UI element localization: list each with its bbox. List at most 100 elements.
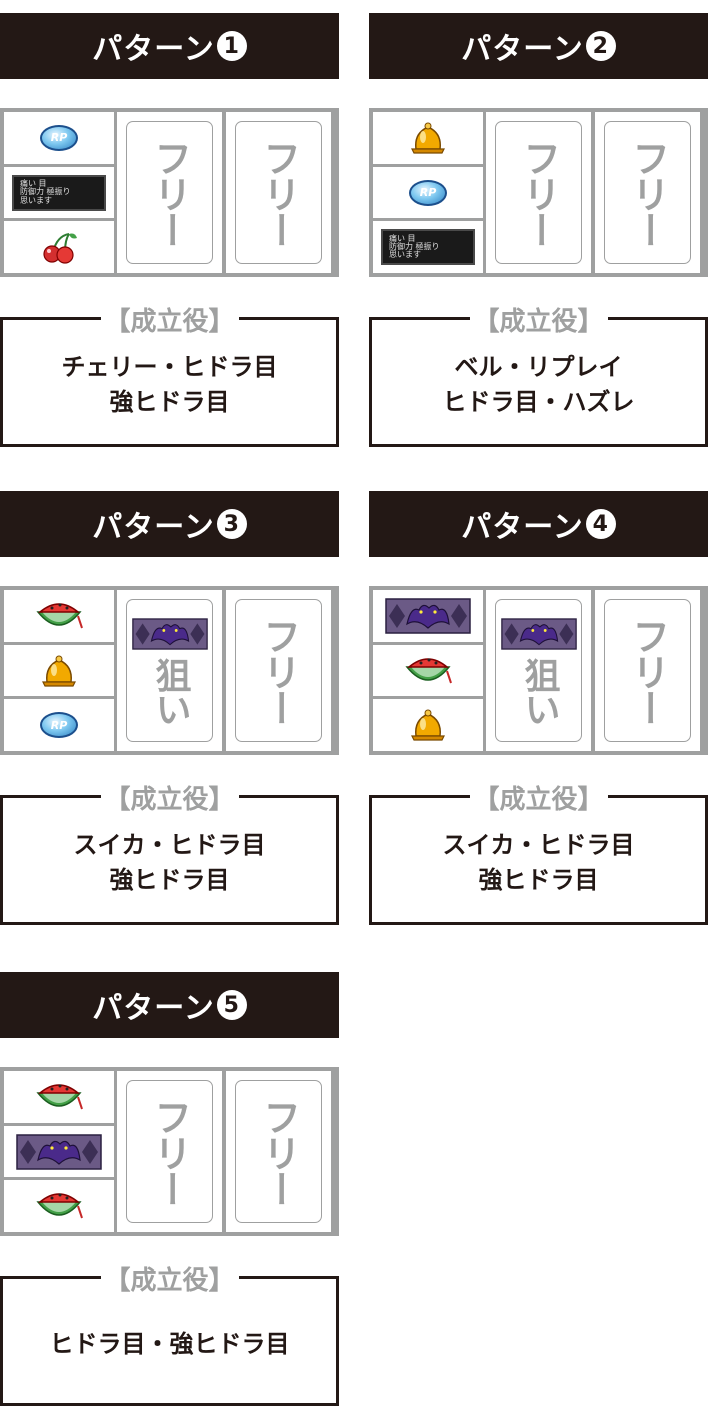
left-reel: RP [4,590,114,752]
left-reel: RP 痛い 目防御力 極振り思います [4,112,114,274]
reel-instruction-text: フリー [516,138,561,247]
reel-cell: RP [373,166,483,219]
pattern-title: パターン [92,510,215,545]
watermelon-icon [36,1084,83,1110]
result-title: 【成立役】 [469,301,608,338]
reel-instruction-panel: 狙い [495,599,582,742]
reel-cell [4,1125,114,1178]
reel-instruction-text: フリー [625,616,670,725]
reel-cell [4,590,114,642]
hydra-icon [385,598,471,634]
signboard-text: 防御力 極振り [20,187,71,197]
pattern-number-badge: 4 [585,509,616,539]
result-box: 【成立役】ヒドラ目・強ヒドラ目 [0,1260,339,1406]
result-box: 【成立役】ベル・リプレイヒドラ目・ハズレ [369,301,708,447]
reel-instruction-panel: フリー [126,121,213,264]
bell-icon [411,122,445,154]
left-reel [4,1071,114,1233]
pattern-title: パターン [92,32,215,67]
reel-instruction-text: 狙い [149,656,191,725]
reel-instruction-panel: フリー [126,1080,213,1223]
reel-instruction-text: フリー [256,1097,301,1206]
result-body: ヒドラ目・強ヒドラ目 [3,1279,336,1403]
reel-cell [373,699,483,752]
result-line: 強ヒドラ目 [109,388,230,416]
reel-instruction-panel: フリー [235,599,322,742]
bell-icon [411,709,445,741]
result-body: ベル・リプレイヒドラ目・ハズレ [372,320,705,444]
signboard-icon: 痛い 目防御力 極振り思います [12,174,106,211]
result-body: スイカ・ヒドラ目強ヒドラ目 [3,798,336,922]
pattern-number-badge: 5 [216,990,247,1020]
reel-cell: 痛い 目防御力 極振り思います [4,166,114,219]
pattern-number-badge: 3 [216,509,247,539]
result-body: チェリー・ヒドラ目強ヒドラ目 [3,320,336,444]
reel-instruction-text: フリー [625,138,670,247]
watermelon-icon [36,1193,83,1219]
reel-instruction-panel: フリー [495,121,582,264]
right-reel: フリー [226,112,331,273]
reel-instruction-panel: フリー [604,599,691,742]
reel-window: 狙い フリー [369,586,708,755]
result-line: 強ヒドラ目 [478,866,599,894]
center-reel: 狙い [117,590,222,751]
signboard-text: 痛い 目 [20,178,47,188]
pattern-title: パターン [92,991,215,1026]
left-reel: RP 痛い 目防御力 極振り思います [373,112,483,274]
reel-cell [4,1180,114,1233]
left-reel [373,590,483,752]
reel-cell [4,1071,114,1123]
reel-instruction-panel: フリー [235,121,322,264]
result-title: 【成立役】 [469,779,608,816]
result-box: 【成立役】スイカ・ヒドラ目強ヒドラ目 [369,779,708,925]
cherry-icon [43,233,77,264]
center-reel: フリー [486,112,591,273]
center-reel: フリー [117,112,222,273]
bell-icon [42,655,76,687]
reel-window: フリー フリー [0,1067,339,1236]
reel-window: RP 狙いフリー [0,586,339,755]
hydra-icon [131,617,208,650]
reel-cell: RP [4,112,114,164]
pattern-number-badge: 1 [216,31,247,61]
result-body: スイカ・ヒドラ目強ヒドラ目 [372,798,705,922]
reel-cell [4,644,114,697]
reel-instruction-panel: フリー [604,121,691,264]
signboard-text: 思います [20,195,52,205]
center-reel: 狙い [486,590,591,751]
signboard-text: 痛い 目 [389,233,416,243]
reel-instruction-text: 狙い [518,656,560,725]
result-line: ヒドラ目・ハズレ [442,388,635,416]
replay-icon: RP [40,712,78,739]
result-line: スイカ・ヒドラ目 [73,831,266,860]
signboard-text: 思います [389,250,421,260]
pattern-title: パターン [461,510,584,545]
replay-icon: RP [40,124,78,151]
replay-icon: RP [409,179,447,206]
result-line: ベル・リプレイ [454,353,623,382]
reel-cell [373,590,483,642]
pattern-number-badge: 2 [585,31,616,61]
reel-instruction-text: フリー [147,1097,192,1206]
hydra-icon [16,1133,102,1170]
reel-cell [373,644,483,697]
result-box: 【成立役】チェリー・ヒドラ目強ヒドラ目 [0,301,339,447]
right-reel: フリー [595,112,700,273]
center-reel: フリー [117,1071,222,1232]
result-line: スイカ・ヒドラ目 [442,831,635,860]
right-reel: フリー [226,590,331,751]
right-reel: フリー [226,1071,331,1232]
reel-cell: 痛い 目防御力 極振り思います [373,221,483,274]
right-reel: フリー [595,590,700,751]
reel-cell [4,221,114,274]
